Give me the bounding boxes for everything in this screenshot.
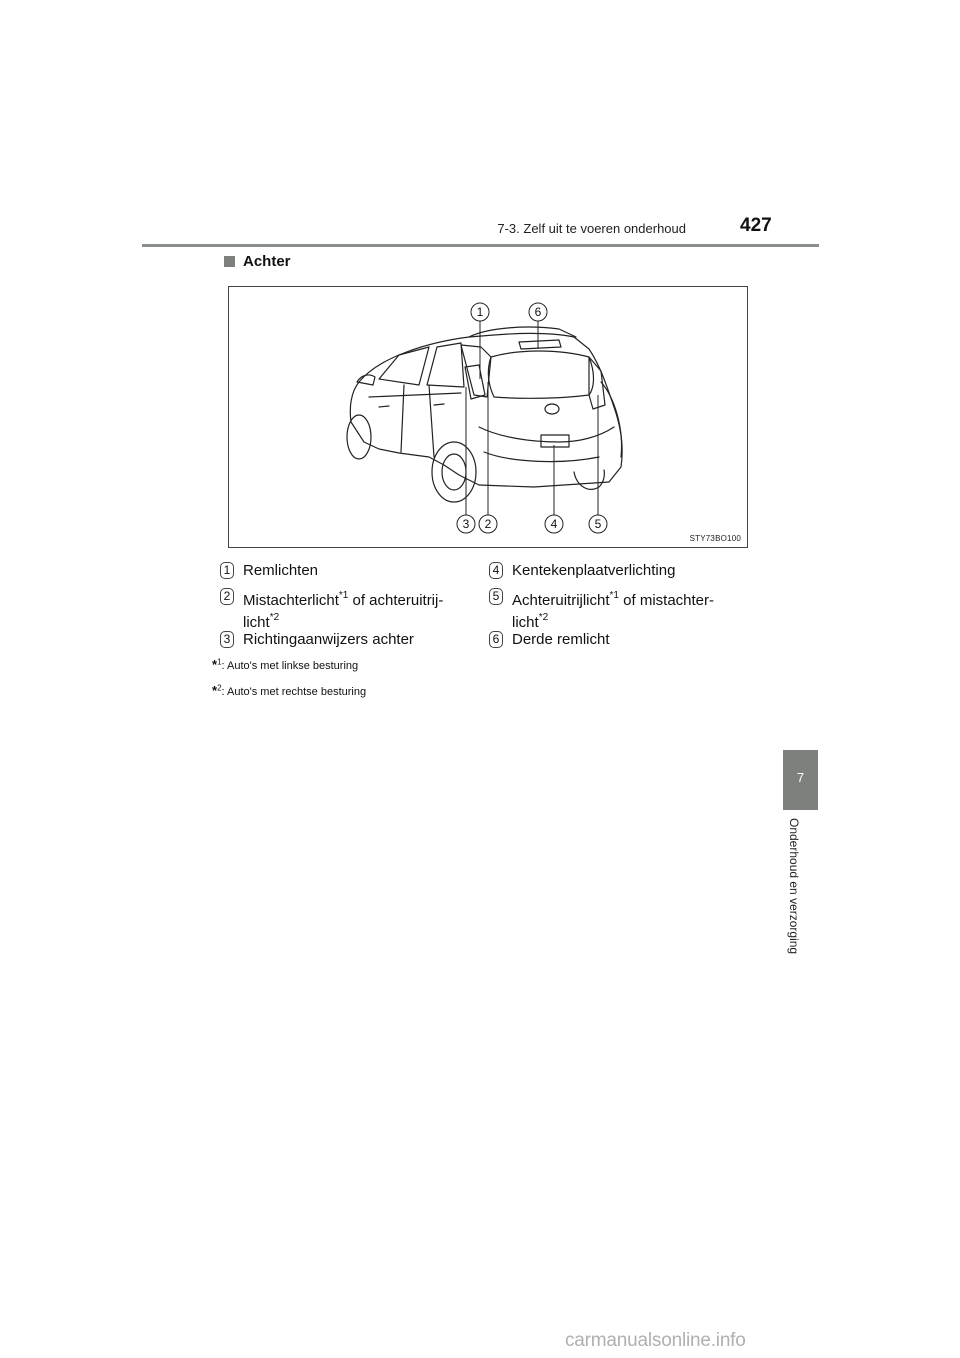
chapter-number: 7: [796, 770, 805, 785]
car-rear-illustration: 1 6 3 2 4 5: [346, 302, 623, 534]
legend-item-label-cont: of achteruitrij-licht: [243, 592, 444, 631]
legend-item: Richtingaanwijzers achter: [243, 631, 414, 649]
legend-number-badge: 2: [220, 588, 234, 605]
header-divider: [142, 244, 819, 247]
legend-item: Remlichten: [243, 562, 318, 580]
callout-label: 6: [535, 305, 542, 319]
legend-number-badge: 1: [220, 562, 234, 579]
legend-item: Mistachterlicht*1 of achteruitrij-licht*…: [243, 588, 453, 632]
watermark: carmanualsonline.info: [565, 1330, 746, 1351]
footnote-reference: *1: [609, 590, 619, 601]
legend-item-label: Achteruitrijlicht: [512, 592, 610, 609]
figure-code: STY73BO100: [689, 534, 741, 543]
callout-label: 1: [477, 305, 484, 319]
legend-number-badge: 5: [489, 588, 503, 605]
legend-item-label: Mistachterlicht: [243, 592, 339, 609]
footnote-marker: *: [212, 657, 218, 672]
section-square-icon: [224, 256, 235, 267]
legend-item-label-cont: of mistachter-licht: [512, 592, 715, 631]
footnote-number: 2: [217, 683, 222, 693]
footnote: *1: Auto's met linkse besturing: [212, 657, 358, 672]
section-heading: Achter: [243, 253, 291, 270]
callout-label: 4: [551, 517, 558, 531]
footnote-text: : Auto's met rechtse besturing: [221, 686, 367, 698]
header-section-title: 7-3. Zelf uit te voeren onderhoud: [497, 221, 686, 236]
chapter-title: Onderhoud en verzorging: [787, 818, 801, 955]
footnote: *2: Auto's met rechtse besturing: [212, 683, 366, 698]
callout-label: 3: [463, 517, 470, 531]
legend-number-badge: 3: [220, 631, 234, 648]
callout-label: 5: [595, 517, 602, 531]
legend-item: Derde remlicht: [512, 631, 610, 649]
legend-item: Kentekenplaatverlichting: [512, 562, 675, 580]
legend-number-badge: 6: [489, 631, 503, 648]
legend-number-badge: 4: [489, 562, 503, 579]
footnote-number: 1: [217, 657, 222, 667]
legend-item: Achteruitrijlicht*1 of mistachter-licht*…: [512, 588, 732, 632]
chapter-tab: 7: [783, 750, 818, 810]
legend-item-label: Derde remlicht: [512, 631, 610, 648]
footnote-reference: *1: [338, 590, 349, 601]
footnote-marker: *: [212, 683, 218, 698]
footnote-reference: *2: [538, 612, 549, 623]
callout-label: 2: [485, 517, 492, 531]
footnote-text: : Auto's met linkse besturing: [221, 660, 359, 672]
legend-item-label: Richtingaanwijzers achter: [243, 631, 414, 648]
legend-item-label: Kentekenplaatverlichting: [512, 562, 676, 579]
footnote-reference: *2: [269, 612, 280, 623]
legend-item-label: Remlichten: [243, 562, 319, 579]
page-number: 427: [740, 215, 772, 236]
car-rear-figure: 1 6 3 2 4 5 STY73BO100: [228, 286, 748, 548]
